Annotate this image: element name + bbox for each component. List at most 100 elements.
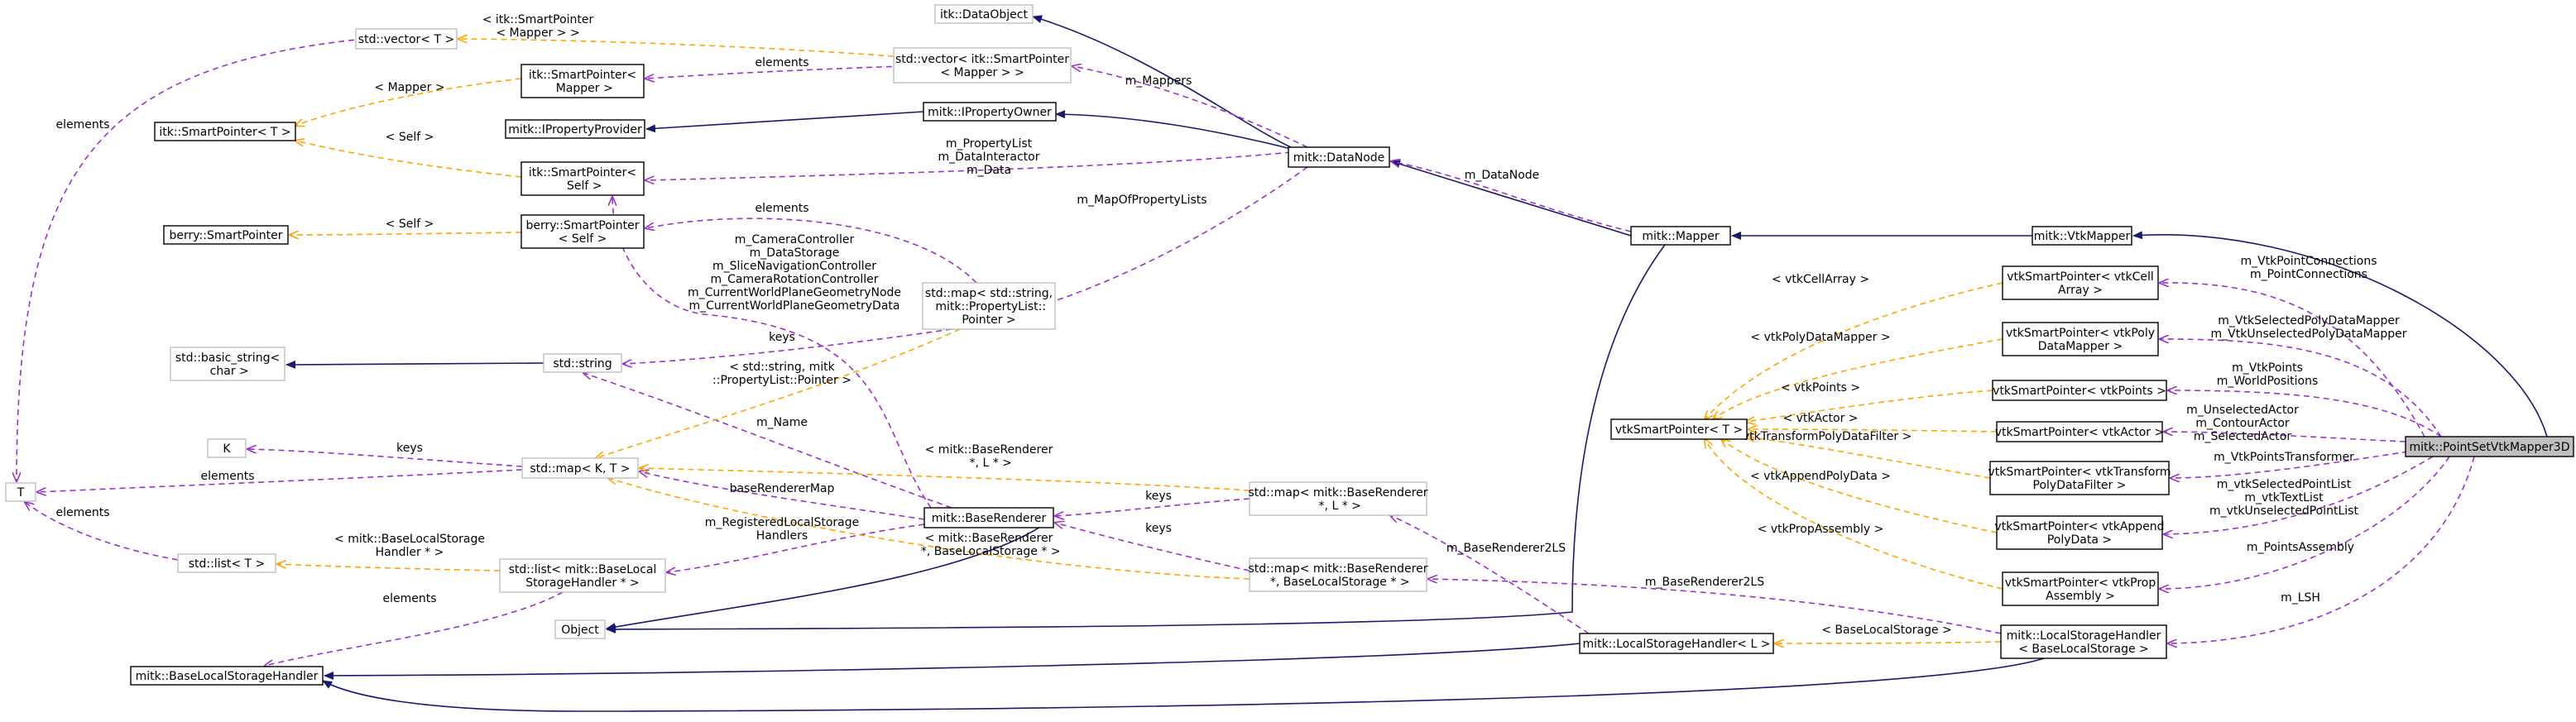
class-node-object[interactable]: Object (554, 619, 606, 639)
class-node-stdString[interactable]: std::string (543, 353, 622, 373)
class-node-main[interactable]: mitk::PointSetVtkMapper3D (2405, 436, 2574, 457)
class-node-smartPtrSelf[interactable]: itk::SmartPointer< Self > (520, 161, 645, 196)
edge-label-self_itk: < Self > (386, 131, 434, 144)
class-node-label: std::vector< T > (358, 33, 454, 46)
class-node-vtkMapper[interactable]: mitk::VtkMapper (2032, 226, 2132, 246)
class-node-listT[interactable]: std::list< T > (177, 553, 276, 573)
template-edge-line (458, 39, 895, 57)
edge-label-vtkTransform: < vtkTransformPolyDataFilter > (1729, 430, 1912, 443)
class-node-smartPtrMapper[interactable]: itk::SmartPointer< Mapper > (520, 64, 645, 98)
usage-edge-line (583, 373, 952, 509)
class-node-label: Object (561, 624, 599, 637)
template-edge (1746, 390, 1993, 422)
class-node-vtkSmartPointerT[interactable]: vtkSmartPointer< T > (1610, 418, 1748, 440)
class-node-propertyProvider[interactable]: mitk::IPropertyProvider (505, 119, 645, 139)
class-node-propertyOwner[interactable]: mitk::IPropertyOwner (923, 102, 1057, 122)
usage-edge (2164, 456, 2434, 534)
class-node-mapper[interactable]: mitk::Mapper (1630, 226, 1731, 246)
edge-label-elements_T_vector: elements (55, 118, 109, 131)
class-node-vectorT[interactable]: std::vector< T > (355, 28, 458, 50)
template-edge (640, 468, 1250, 491)
edge-label-elements_T_map: elements (200, 470, 254, 483)
inherit-edge-line (322, 657, 2045, 712)
edges (17, 15, 2548, 712)
template-edge-line (1775, 642, 2002, 643)
class-node-box (355, 28, 458, 50)
edge-label-vtkActor: < vtkActor > (1782, 412, 1858, 425)
usage-edge (1390, 515, 1590, 634)
class-node-berrySmartPtrSelf[interactable]: berry::SmartPointer< Self > (520, 214, 645, 249)
inherit-edge-line (1032, 15, 1292, 148)
usage-edge-line (1055, 498, 1250, 516)
usage-edge (2168, 456, 2475, 643)
template-edge (1705, 439, 2003, 590)
inherit-edge (2132, 231, 2548, 438)
usage-edge-line (2160, 339, 2442, 438)
template-edge-line (1746, 437, 1991, 479)
edge-label-elements_mapper: elements (755, 56, 808, 69)
class-node-label: mitk::DataNode (1293, 151, 1385, 165)
class-node-mapBaseRendererBLS[interactable]: std::map< mitk::BaseRenderer *, BaseLoca… (1249, 557, 1428, 592)
template-edge-line (290, 232, 522, 235)
class-node-label: std::map< mitk::BaseRenderer *, L * > (1249, 486, 1428, 513)
class-node-basicString[interactable]: std::basic_string< char > (170, 347, 285, 381)
inherit-edge-line (606, 517, 1054, 631)
class-node-dataObject[interactable]: itk::DataObject (934, 4, 1034, 24)
class-node-baseRenderer[interactable]: mitk::BaseRenderer (923, 507, 1054, 528)
template-edge-line (596, 328, 961, 458)
class-node-label: itk::DataObject (940, 8, 1028, 22)
usage-edge (1055, 498, 1250, 516)
template-edge-line (1713, 338, 2003, 419)
usage-edge (645, 218, 977, 284)
class-node-label: itk::SmartPointer< Self > (529, 166, 636, 193)
class-node-berrySmartPointer[interactable]: berry::SmartPointer (163, 225, 289, 245)
class-node-label: vtkSmartPointer< T > (1615, 423, 1743, 437)
class-node-box (520, 161, 645, 196)
class-node-box (1249, 557, 1427, 592)
class-node-label: berry::SmartPointer< Self > (526, 219, 640, 246)
class-node-vtkSPActor[interactable]: vtkSmartPointer< vtkActor > (1995, 421, 2164, 442)
class-node-baseLocalStorageHandler[interactable]: mitk::BaseLocalStorageHandler (130, 666, 324, 686)
usage-edge (645, 65, 903, 79)
usage-edge-line (1044, 166, 1308, 304)
class-node-K[interactable]: K (207, 438, 247, 458)
class-node-mapStringPropList[interactable]: std::map< std::string, mitk::PropertyLis… (922, 282, 1056, 330)
class-node-itkSmartPointerT[interactable]: itk::SmartPointer< T > (154, 122, 296, 141)
class-node-T[interactable]: T (5, 482, 36, 502)
template-edge-line (1749, 429, 1998, 432)
edge-label-pointsTransformer: m_VtkPointsTransformer (2214, 451, 2354, 464)
class-node-vectorSmartPtrMapper[interactable]: std::vector< itk::SmartPointer< Mapper >… (893, 47, 1072, 84)
class-node-localStorageHandlerBLS[interactable]: mitk::LocalStorageHandler< BaseLocalStor… (2000, 624, 2167, 659)
class-node-mapKT[interactable]: std::map< K, T > (521, 457, 639, 479)
usage-edge (1391, 161, 1632, 232)
usage-edge (645, 151, 1292, 180)
edge-label-elements_bls: elements (382, 592, 436, 605)
usage-edge-line (667, 524, 925, 572)
class-node-dataNode[interactable]: mitk::DataNode (1288, 146, 1390, 168)
class-node-box (893, 47, 1072, 84)
class-node-mapBaseRendererL[interactable]: std::map< mitk::BaseRenderer *, L * > (1249, 481, 1428, 516)
usage-edge-line (640, 471, 925, 520)
template-edge (596, 328, 961, 458)
class-node-box (170, 347, 285, 381)
usage-edge-line (2171, 451, 2409, 478)
edge-label-keys_string: keys (769, 331, 795, 344)
usage-edge-line (265, 591, 564, 666)
class-node-label: mitk::PointSetVtkMapper3D (2410, 441, 2570, 454)
class-node-vtkSPPoints[interactable]: vtkSmartPointer< vtkPoints > (1992, 380, 2167, 401)
class-node-label: mitk::VtkMapper (2034, 230, 2131, 243)
class-node-localStorageHandlerL[interactable]: mitk::LocalStorageHandler< L > (1579, 633, 1774, 654)
usage-edge-line (2168, 390, 2442, 438)
